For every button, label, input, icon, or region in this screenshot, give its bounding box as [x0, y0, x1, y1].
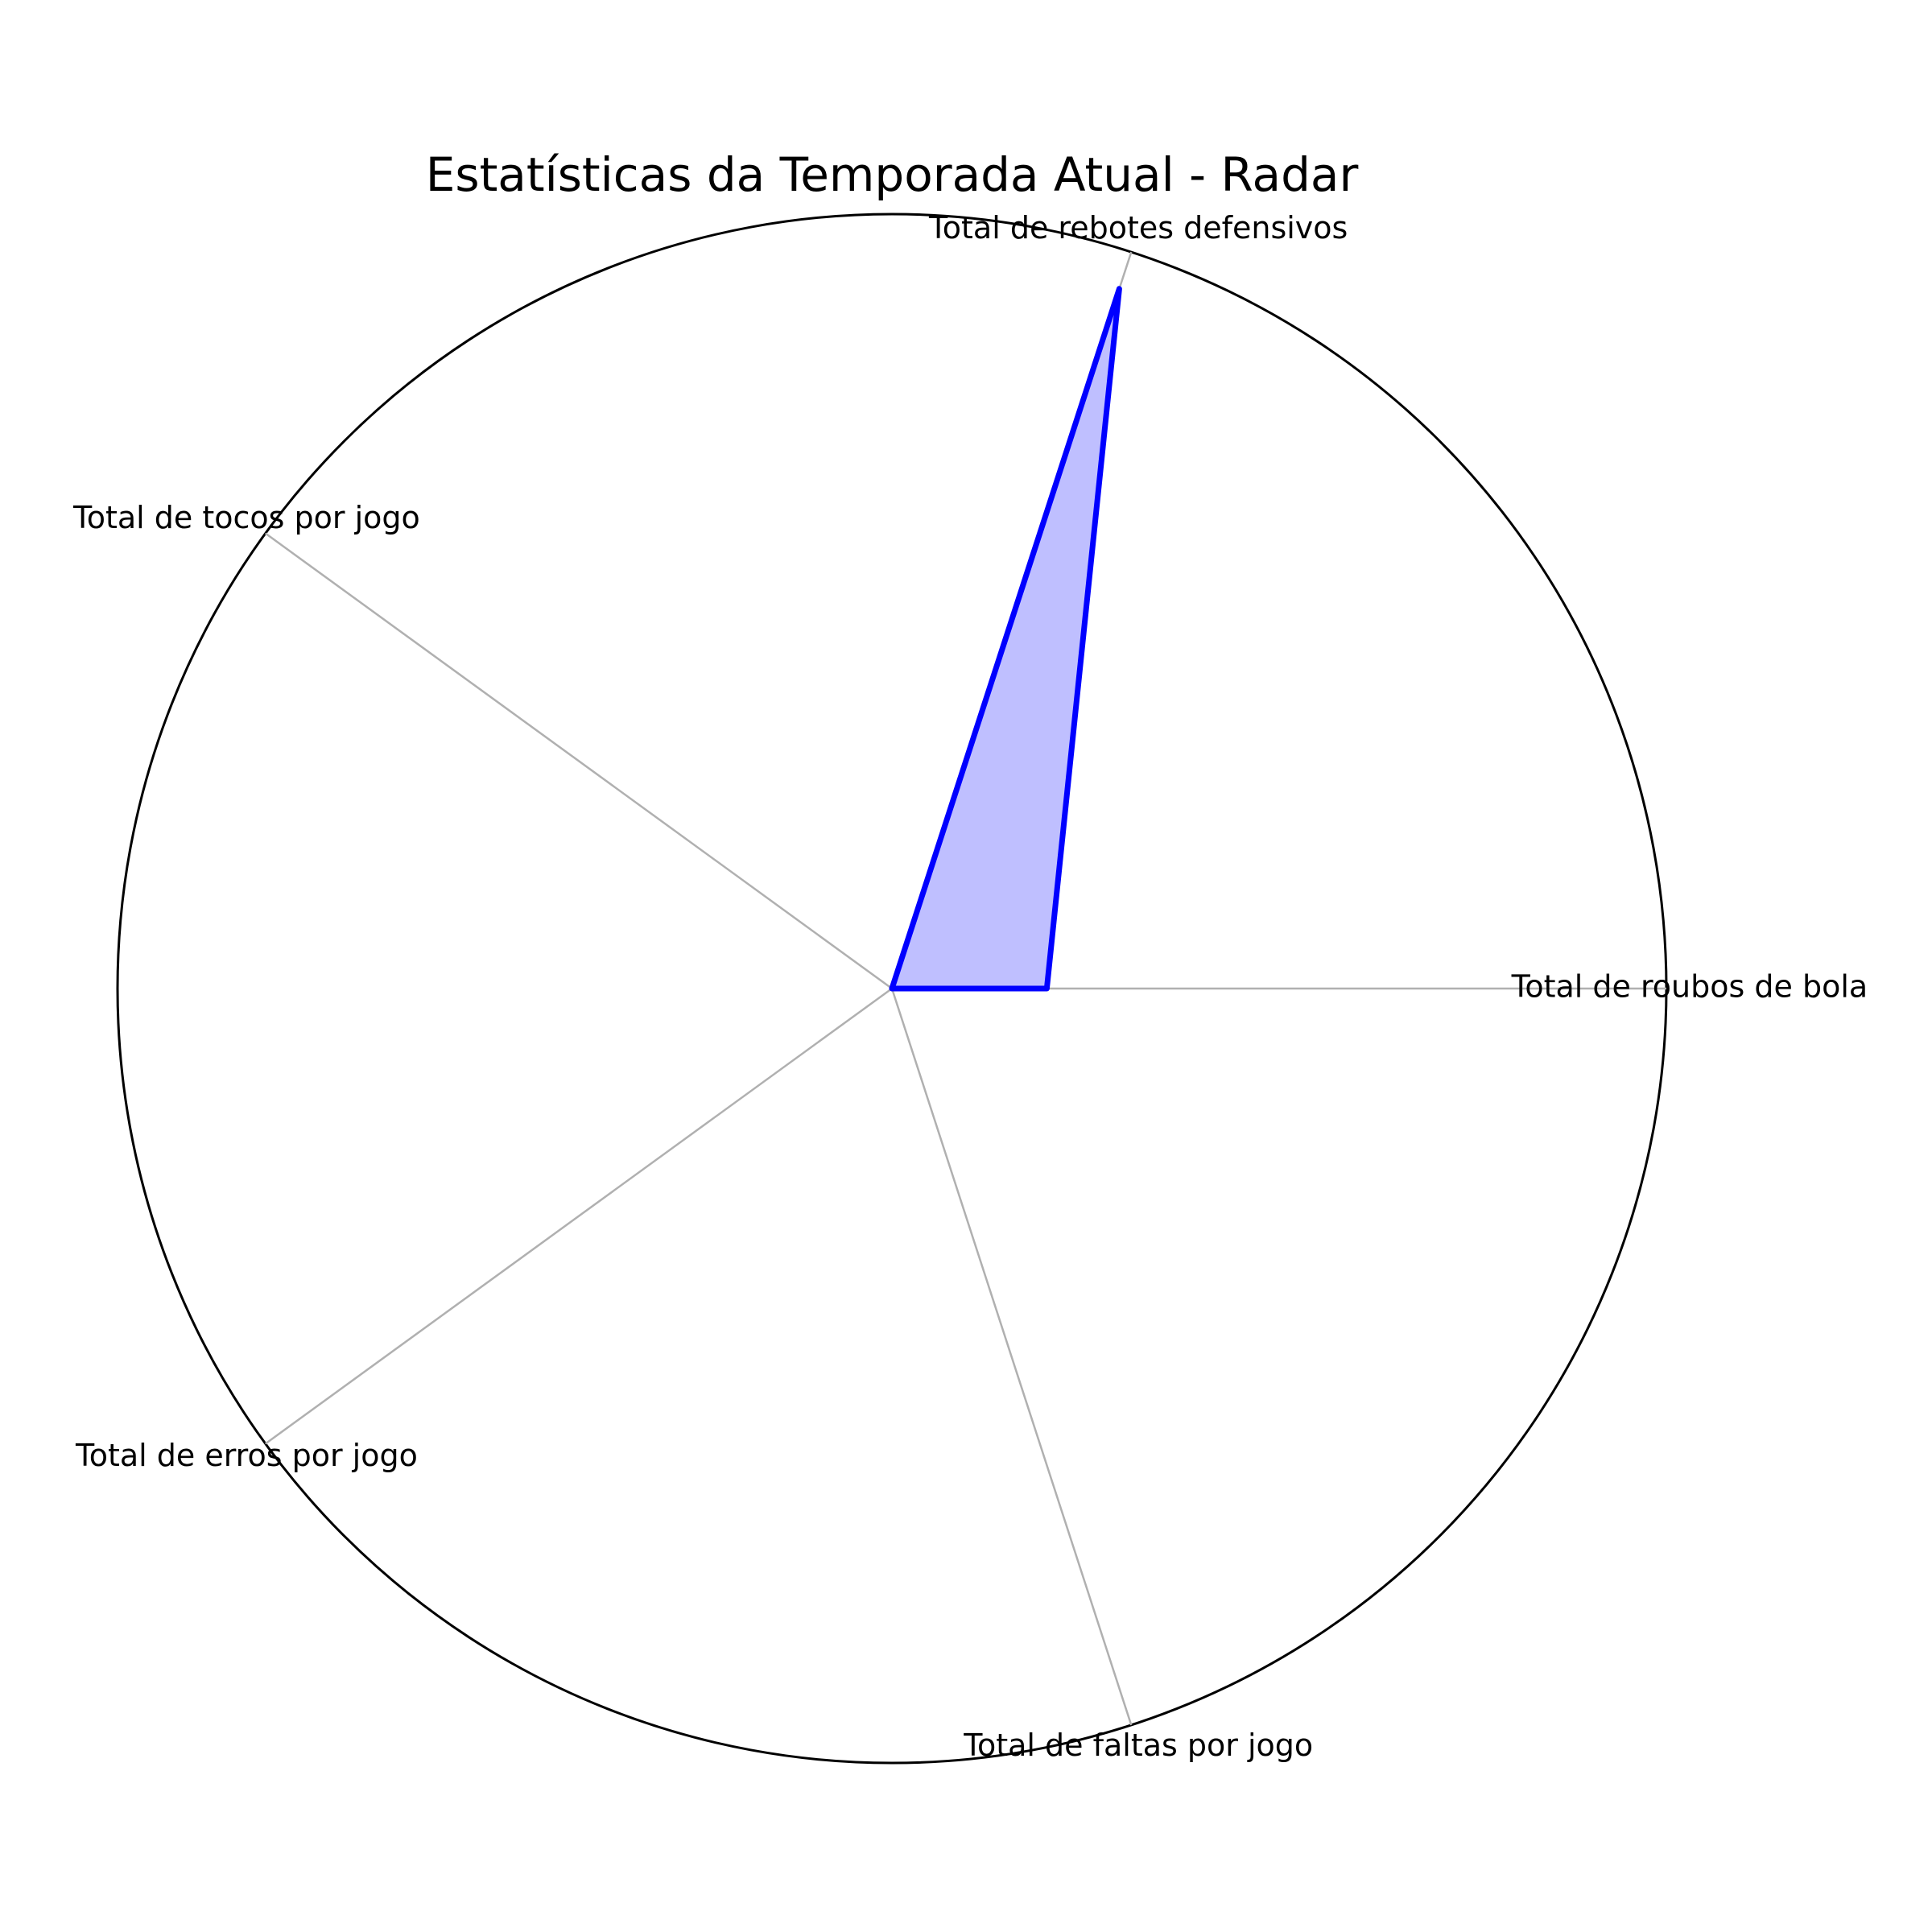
radar-spoke: [890, 988, 1133, 1726]
radar-spoke: [264, 532, 893, 990]
radar-axis-label: Total de roubos de bola: [1511, 969, 1868, 1005]
radar-series: [889, 286, 1122, 992]
radar-axis-label: Total de erros por jogo: [75, 1438, 418, 1473]
radar-point: [1044, 986, 1050, 991]
radar-spoke: [264, 987, 893, 1445]
chart-title: Estatísticas da Temporada Atual - Radar: [426, 147, 1359, 202]
radar-axis-label: Total de tocos por jogo: [72, 500, 420, 535]
radar-axis-label: Total de rebotes defensivos: [928, 210, 1348, 246]
radar-axis-labels: Total de roubos de bola Total de rebotes …: [72, 210, 1868, 1763]
radar-point: [1117, 286, 1122, 291]
radar-series-line: [889, 286, 1122, 992]
radar-axis-label: Total de faltas por jogo: [963, 1728, 1313, 1763]
radar-point: [890, 986, 894, 991]
